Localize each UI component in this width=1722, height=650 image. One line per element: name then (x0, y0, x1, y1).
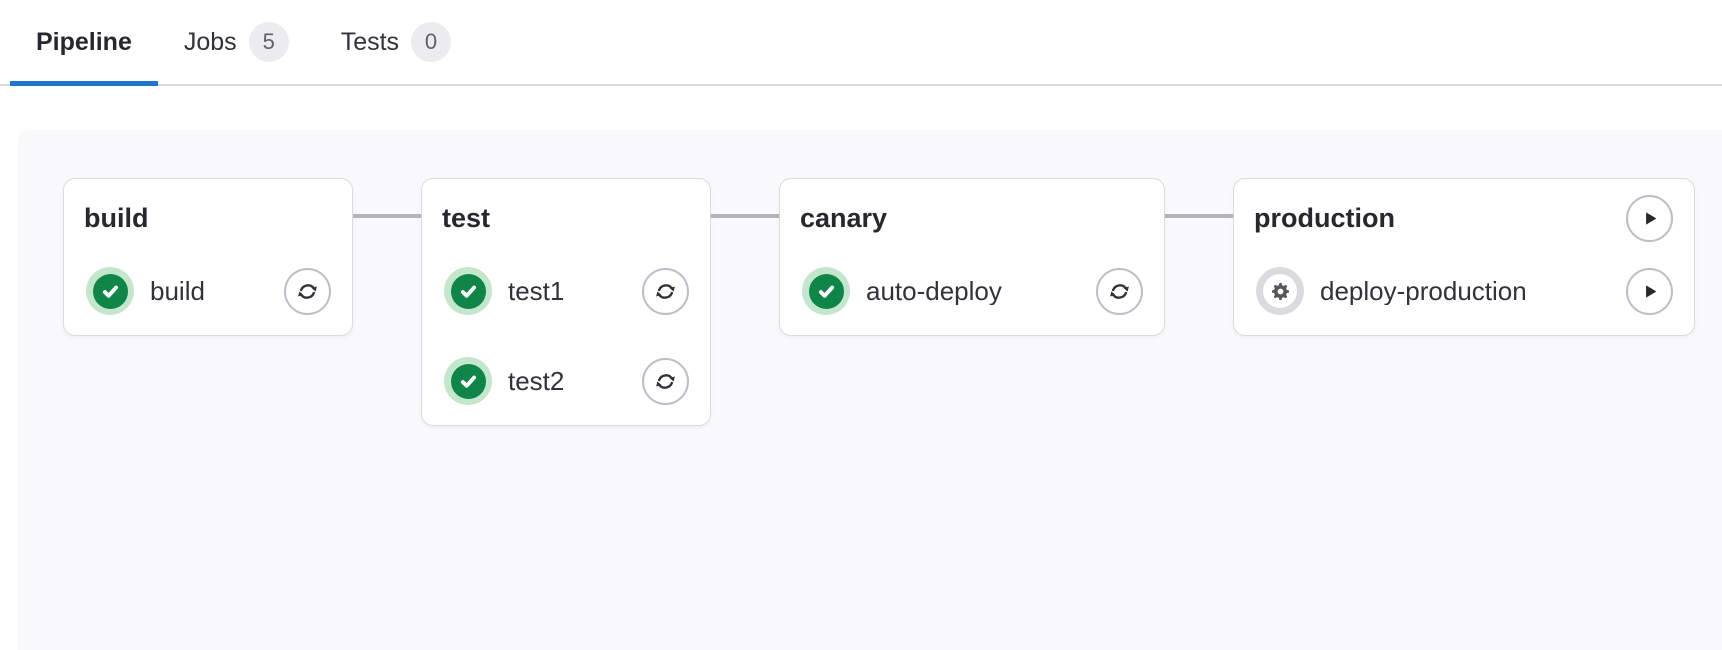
retry-job-button[interactable] (642, 357, 689, 405)
status-success-icon (86, 267, 134, 315)
job-name: deploy-production (1320, 276, 1527, 306)
retry-job-button[interactable] (1096, 267, 1143, 315)
retry-icon (1107, 279, 1132, 304)
tab-jobs-count-badge: 5 (248, 22, 289, 62)
tab-tests-count-badge: 0 (411, 22, 452, 62)
job-auto-deploy[interactable]: auto-deploy (800, 267, 1144, 315)
retry-icon (653, 369, 678, 394)
stage-jobs: deploy-production (1254, 267, 1674, 315)
job-name: auto-deploy (866, 276, 1002, 306)
job-name: test2 (508, 366, 565, 396)
pipeline-stage-canary: canary auto-deploy (711, 178, 1165, 336)
retry-job-button[interactable] (284, 267, 331, 315)
pipeline-tabs: Pipeline Jobs 5 Tests 0 (0, 0, 1722, 86)
play-stage-button[interactable] (1626, 194, 1673, 242)
pipeline-graph: build build test test1 test2 (63, 178, 1722, 426)
status-success-icon (444, 267, 492, 315)
stage-jobs: test1 test2 (442, 267, 690, 405)
pipeline-stage-production: production deploy-production (1165, 178, 1695, 336)
stage-card: build build (63, 178, 353, 336)
tab-jobs[interactable]: Jobs 5 (158, 0, 315, 84)
stage-card: canary auto-deploy (779, 178, 1165, 336)
tab-tests[interactable]: Tests 0 (315, 0, 477, 84)
stage-header: test (442, 195, 690, 241)
job-build[interactable]: build (84, 267, 332, 315)
stage-title: production (1254, 202, 1395, 233)
stage-header: canary (800, 195, 1144, 241)
stage-connector-line (1165, 214, 1233, 218)
pipeline-graph-panel: build build test test1 test2 (18, 130, 1722, 650)
tab-pipeline[interactable]: Pipeline (10, 0, 158, 86)
status-manual-gear-icon (1256, 267, 1304, 315)
stage-header: build (84, 195, 332, 241)
stage-jobs: build (84, 267, 332, 315)
job-test2[interactable]: test2 (442, 357, 690, 405)
retry-icon (295, 279, 320, 304)
status-success-icon (444, 357, 492, 405)
stage-title: test (442, 202, 491, 233)
status-success-icon (802, 267, 850, 315)
play-icon (1639, 281, 1660, 302)
play-job-button[interactable] (1626, 267, 1673, 315)
job-test1[interactable]: test1 (442, 267, 690, 315)
play-icon (1639, 208, 1660, 229)
stage-connector-line (353, 214, 421, 218)
retry-icon (653, 279, 678, 304)
stage-title: build (84, 202, 149, 233)
pipeline-stage-build: build build (63, 178, 353, 336)
job-name: test1 (508, 276, 565, 306)
stage-title: canary (800, 202, 888, 233)
job-name: build (150, 276, 205, 306)
stage-jobs: auto-deploy (800, 267, 1144, 315)
stage-connector-line (711, 214, 779, 218)
stage-card: test test1 test2 (421, 178, 711, 426)
stage-card: production deploy-production (1233, 178, 1695, 336)
job-deploy-production[interactable]: deploy-production (1254, 267, 1674, 315)
stage-header: production (1254, 194, 1674, 242)
retry-job-button[interactable] (642, 267, 689, 315)
pipeline-stage-test: test test1 test2 (353, 178, 711, 426)
